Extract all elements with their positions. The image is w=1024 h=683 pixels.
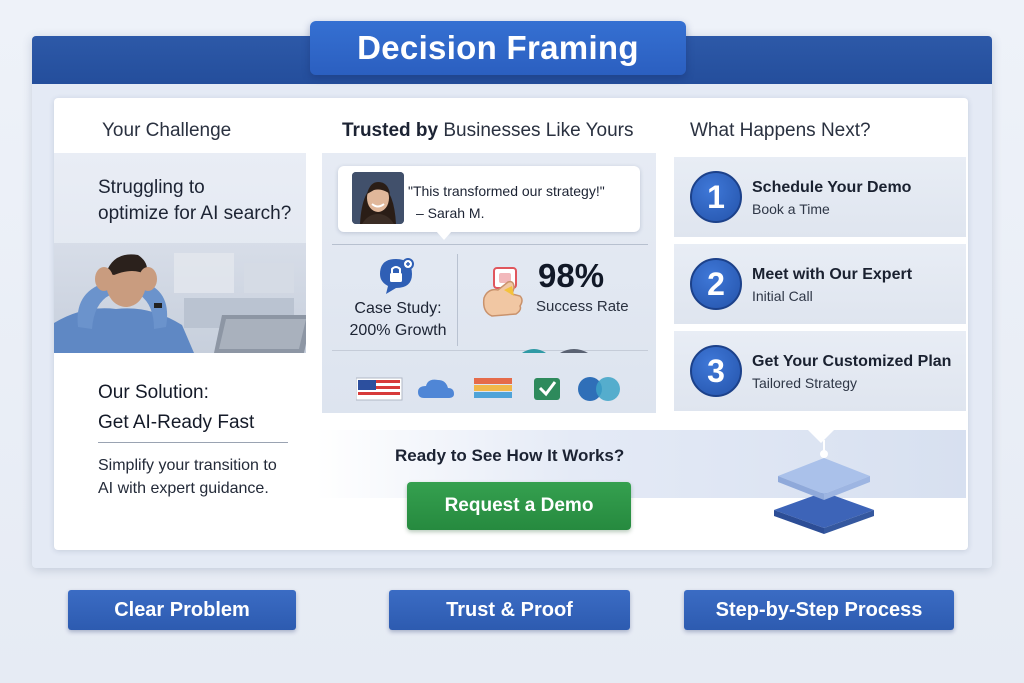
layers-icon [770,440,880,540]
flag-logo-icon [355,377,403,401]
cta-question: Ready to See How It Works? [395,446,625,465]
trusted-title-bold: Trusted by [342,120,439,141]
testimonial-author: – Sarah M. [416,205,485,221]
solution-divider [98,442,288,443]
label-step-process: Step-by-Step Process [684,590,954,630]
case-study-text: Case Study: 200% Growth [338,298,458,342]
avatar [352,172,404,224]
step-number-1: 1 [690,171,742,223]
partner-logos [355,374,626,402]
solution-desc-line-1: Simplify your transition to [98,457,277,474]
cloud-logo-icon [418,379,454,398]
label-clear-problem: Clear Problem [68,590,296,630]
problem-text: Struggling to optimize for AI search? [98,175,291,227]
step-subtitle-1: Book a Time [752,201,830,217]
problem-box: Struggling to optimize for AI search? [54,153,306,353]
testimonial-quote: "This transformed our strategy!" [408,183,605,199]
solution-description: Simplify your transition to AI with expe… [98,454,277,500]
solution-desc-line-2: AI with expert guidance. [98,480,269,497]
step-title-1: Schedule Your Demo [752,179,912,196]
next-steps-title: What Happens Next? [690,120,871,141]
problem-line-2: optimize for AI search? [98,203,292,224]
trust-divider [332,244,648,245]
testimonial-text: "This transformed our strategy!" – Sarah… [408,180,605,224]
challenge-label: Your Challenge [102,120,232,141]
stripes-logo-icon [474,378,512,398]
page-title: Decision Framing [310,21,686,75]
trusted-title: Trusted by Businesses Like Yours [342,120,633,142]
label-trust-proof: Trust & Proof [389,590,630,630]
case-study-line-2: 200% Growth [349,322,447,339]
step-1: 1 Schedule Your Demo Book a Time [674,157,966,237]
case-study-line-1: Case Study: [354,300,442,317]
step-number-3: 3 [690,345,742,397]
stressed-person-photo [54,243,306,353]
thumbs-up-icon [478,264,526,320]
step-2: 2 Meet with Our Expert Initial Call [674,244,966,324]
request-demo-button[interactable]: Request a Demo [407,482,631,530]
step-subtitle-3: Tailored Strategy [752,375,858,391]
step-3: 3 Get Your Customized Plan Tailored Stra… [674,331,966,411]
step-title-2: Meet with Our Expert [752,266,913,283]
step-subtitle-2: Initial Call [752,288,813,304]
logo-divider [332,349,648,353]
stats-divider [457,254,458,346]
solution-line-2: Get AI-Ready Fast [98,412,255,433]
testimonial-tail [436,231,452,240]
success-rate-value: 98% [538,257,605,294]
trusted-title-rest: Businesses Like Yours [443,120,634,141]
cta-notch [807,429,835,443]
solution-line-1: Our Solution: [98,382,209,403]
problem-line-1: Struggling to [98,177,205,198]
solution-title: Our Solution: Get AI-Ready Fast [98,378,254,438]
success-rate-label: Success Rate [536,298,629,315]
step-title-3: Get Your Customized Plan [752,353,952,370]
step-number-2: 2 [690,258,742,310]
chat-lock-icon [376,256,416,296]
check-shield-logo-icon [534,378,560,400]
circles-logo-icon [578,377,620,401]
challenge-column: Your Challenge Struggling to optimize fo… [54,98,308,550]
